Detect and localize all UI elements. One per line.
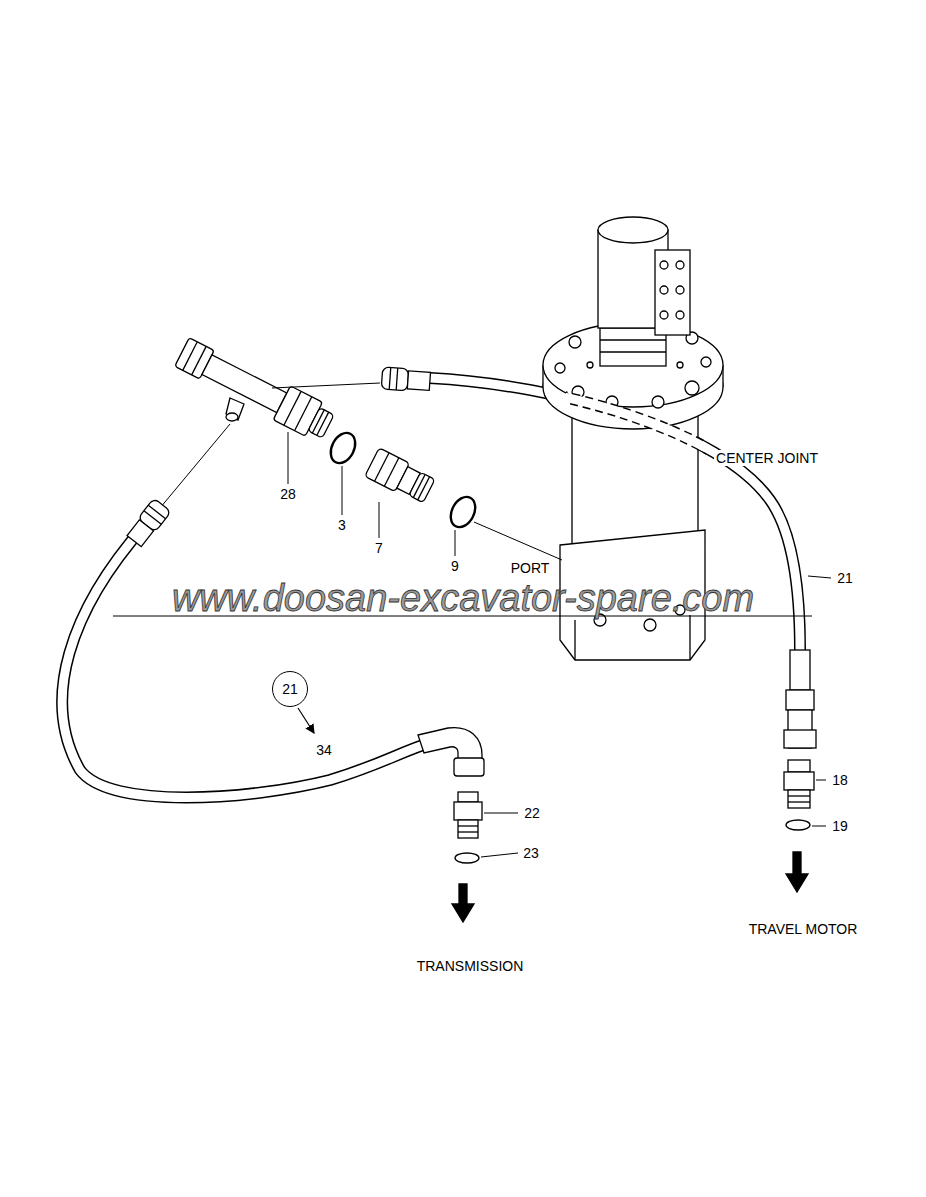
hose: [62, 525, 432, 798]
hose-end: [381, 367, 430, 392]
o-ring: [326, 429, 360, 468]
callout-arrow: [298, 708, 314, 733]
part-label: TRAVEL MOTOR: [747, 921, 860, 937]
watermark: www.doosan-excavator-spare.com: [172, 579, 754, 617]
part-label: PORT: [509, 560, 552, 576]
hidden-hose: [566, 380, 706, 560]
o-ring: [446, 493, 480, 532]
callout-number: 28: [278, 486, 298, 502]
callout-number: 7: [373, 540, 385, 556]
assembly-line: [160, 424, 230, 508]
callout-number: 18: [830, 772, 850, 788]
hose: [62, 525, 432, 798]
leader-line: [113, 432, 831, 857]
callout-number: 9: [449, 558, 461, 574]
hose-fitting: [784, 650, 816, 892]
tee-fitting: [173, 335, 336, 443]
assembly-line: [272, 383, 380, 388]
part-label: TRANSMISSION: [415, 958, 526, 974]
part-label: CENTER JOINT: [714, 450, 820, 466]
callout-number: 34: [314, 742, 334, 758]
callout-number: 3: [336, 517, 348, 533]
callout-circle: 21: [272, 671, 308, 707]
leader-line: [474, 522, 562, 560]
callout-number: 19: [830, 818, 850, 834]
adapter: [365, 448, 437, 506]
callout-number: 23: [521, 845, 541, 861]
hose-end: [125, 498, 171, 548]
callout-number: 21: [282, 681, 298, 697]
callout-number: 22: [522, 805, 542, 821]
elbow-fitting: [418, 728, 484, 922]
tee-branch: [226, 398, 244, 421]
callout-number: 21: [835, 570, 855, 586]
